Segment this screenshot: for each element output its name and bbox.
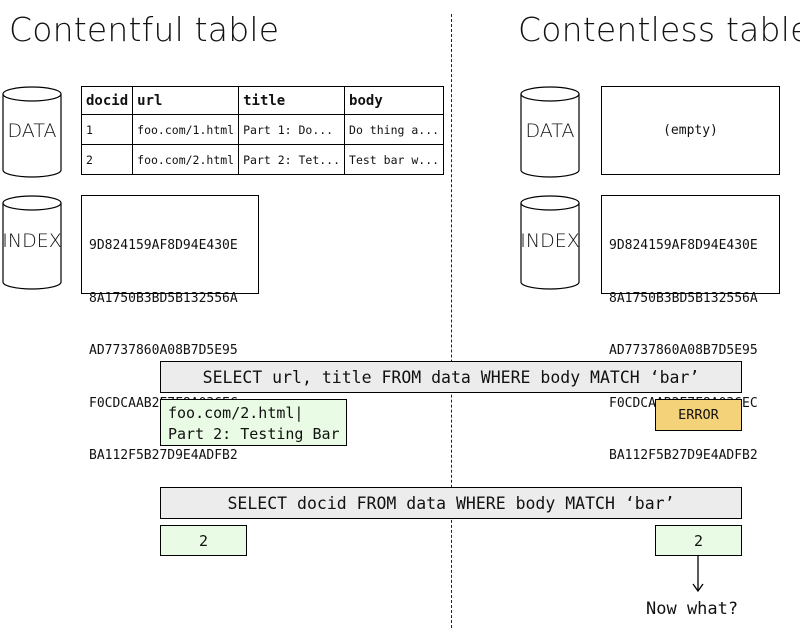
down-arrow-icon bbox=[692, 556, 704, 593]
column-header: docid bbox=[80, 86, 134, 115]
table-cell: Test bar w... bbox=[344, 144, 445, 175]
query-1-left-result: foo.com/2.html| Part 2: Testing Bar bbox=[160, 399, 347, 446]
hash-line: AD7737860A08B7D5E95 bbox=[89, 343, 238, 358]
query-1-text: SELECT url, title FROM data WHERE body M… bbox=[202, 367, 700, 387]
table-header-row: docid url title body bbox=[80, 86, 445, 115]
index-cylinder-right: INDEX bbox=[520, 195, 580, 290]
data-label: DATA bbox=[7, 120, 57, 142]
hash-line: 9D824159AF8D94E430E bbox=[609, 238, 758, 253]
error-label: ERROR bbox=[678, 407, 719, 423]
database-icon bbox=[520, 195, 580, 290]
hash-line: 8A1750B3BD5B132556A bbox=[609, 290, 758, 306]
table-cell: Do thing a... bbox=[344, 114, 445, 145]
hash-line: AD7737860A08B7D5E95 bbox=[609, 343, 758, 358]
index-hash-box-left: 9D824159AF8D94E430E 8A1750B3BD5B132556A … bbox=[81, 195, 259, 463]
index-label: INDEX bbox=[2, 230, 62, 252]
hash-line: 9D824159AF8D94E430E bbox=[89, 238, 238, 253]
database-icon bbox=[2, 195, 62, 290]
table-cell: foo.com/2.html bbox=[132, 144, 240, 175]
query-2-left-result: 2 bbox=[160, 525, 247, 556]
column-header: title bbox=[238, 86, 346, 115]
data-label: DATA bbox=[525, 120, 575, 142]
table-cell: Part 2: Tet... bbox=[238, 144, 346, 175]
result-value: 2 bbox=[693, 531, 704, 550]
table-cell: 1 bbox=[80, 114, 134, 145]
table-row: 2 foo.com/2.html Part 2: Tet... Test bar… bbox=[80, 144, 445, 175]
column-header: url bbox=[132, 86, 240, 115]
hash-line: BA112F5B27D9E4ADFB2 bbox=[89, 448, 238, 463]
dashed-divider bbox=[451, 14, 452, 628]
now-what-note: Now what? bbox=[646, 599, 739, 619]
hash-line: 8A1750B3BD5B132556A bbox=[89, 290, 238, 306]
query-2-text: SELECT docid FROM data WHERE body MATCH … bbox=[227, 493, 675, 513]
query-2-right-result: 2 bbox=[655, 525, 742, 556]
result-line: Part 2: Testing Bar bbox=[168, 425, 340, 443]
index-cylinder-left: INDEX bbox=[2, 195, 62, 290]
table-cell: Part 1: Do... bbox=[238, 114, 346, 145]
contentful-data-table: docid url title body 1 foo.com/1.html Pa… bbox=[80, 86, 445, 175]
database-icon bbox=[520, 86, 580, 178]
contentless-data-box: (empty) bbox=[601, 86, 780, 175]
hash-line: BA112F5B27D9E4ADFB2 bbox=[609, 448, 758, 463]
error-badge: ERROR bbox=[655, 399, 742, 431]
data-cylinder-right: DATA bbox=[520, 86, 580, 178]
contentful-heading: Contentful table bbox=[9, 10, 280, 49]
index-label: INDEX bbox=[520, 230, 580, 252]
database-icon bbox=[2, 86, 62, 178]
table-cell: foo.com/1.html bbox=[132, 114, 240, 145]
index-hash-box-right: 9D824159AF8D94E430E 8A1750B3BD5B132556A … bbox=[601, 195, 780, 463]
contentless-heading: Contentless table bbox=[518, 10, 800, 49]
column-header: body bbox=[344, 86, 445, 115]
result-line: foo.com/2.html| bbox=[168, 404, 304, 422]
result-value: 2 bbox=[198, 531, 209, 550]
empty-label: (empty) bbox=[663, 123, 718, 138]
table-row: 1 foo.com/1.html Part 1: Do... Do thing … bbox=[80, 114, 445, 145]
query-1-bar: SELECT url, title FROM data WHERE body M… bbox=[160, 361, 742, 393]
table-cell: 2 bbox=[80, 144, 134, 175]
query-2-bar: SELECT docid FROM data WHERE body MATCH … bbox=[160, 487, 742, 519]
data-cylinder-left: DATA bbox=[2, 86, 62, 178]
